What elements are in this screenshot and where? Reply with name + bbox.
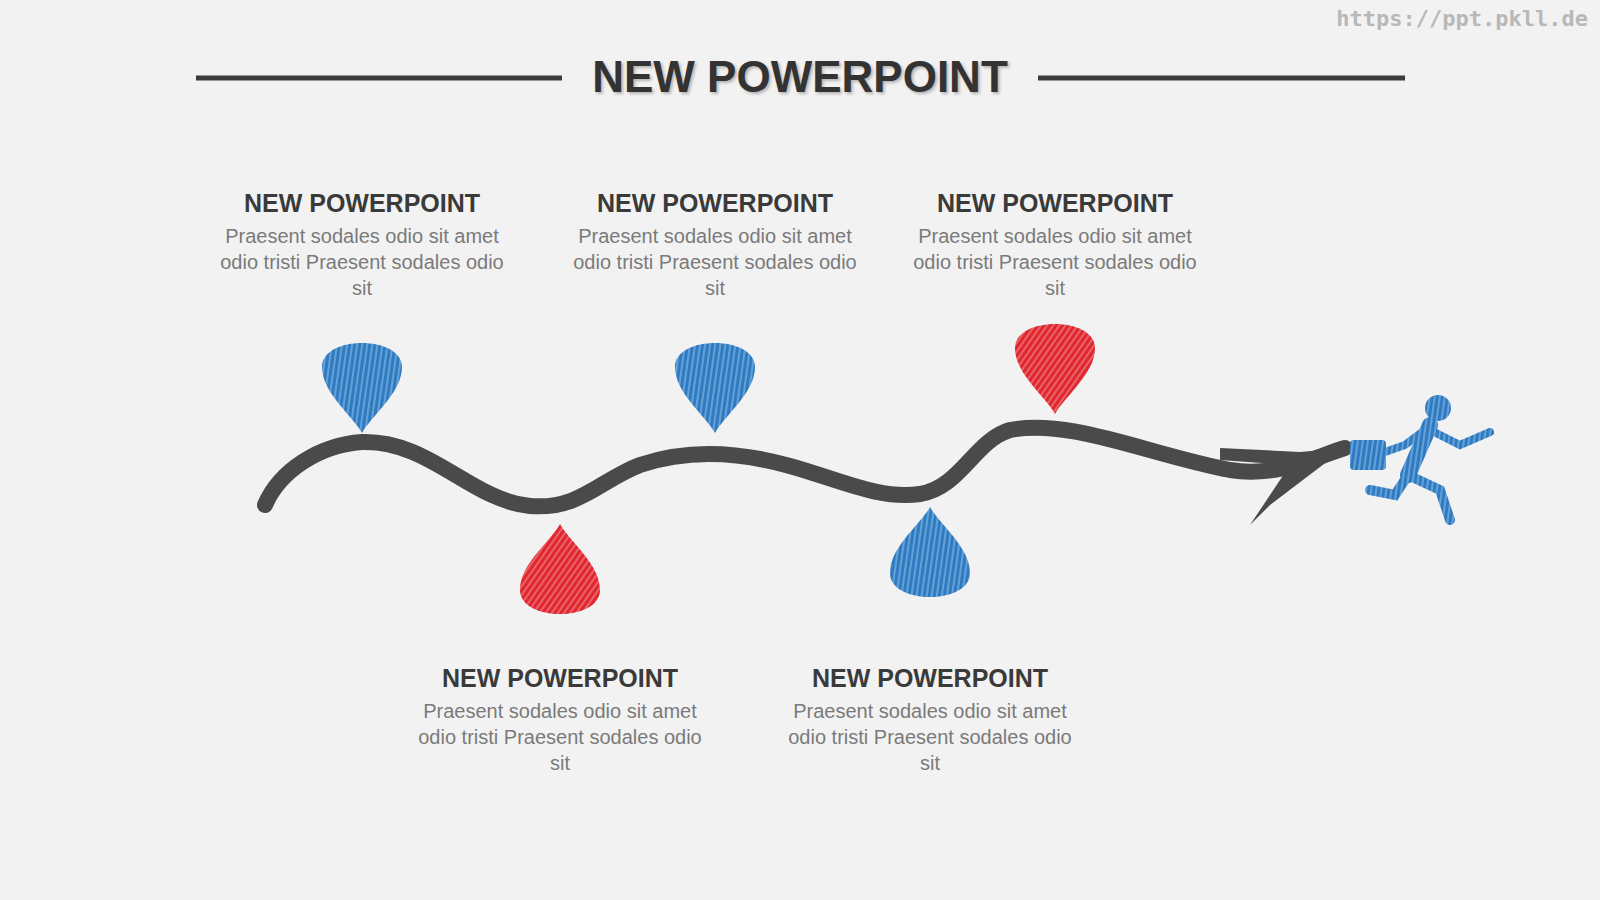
pin: [322, 343, 402, 433]
block-body: Praesent sodales odio sit amet odio tris…: [212, 223, 512, 301]
block-body: Praesent sodales odio sit amet odio tris…: [410, 698, 710, 776]
title: NEW POWERPOINT: [578, 52, 1022, 101]
road-arrow: [1220, 448, 1345, 525]
text-block: NEW POWERPOINT Praesent sodales odio sit …: [905, 188, 1205, 301]
text-block: NEW POWERPOINT Praesent sodales odio sit …: [212, 188, 512, 301]
block-body: Praesent sodales odio sit amet odio tris…: [780, 698, 1080, 776]
drop: [890, 507, 970, 597]
road: [265, 428, 1345, 507]
text-block: NEW POWERPOINT Praesent sodales odio sit …: [410, 663, 710, 776]
drop: [520, 524, 600, 614]
pin: [675, 343, 755, 433]
title-rule: [1038, 76, 1405, 81]
title-rule: [196, 76, 562, 81]
block-heading: NEW POWERPOINT: [565, 188, 865, 219]
block-heading: NEW POWERPOINT: [905, 188, 1205, 219]
block-heading: NEW POWERPOINT: [212, 188, 512, 219]
block-body: Praesent sodales odio sit amet odio tris…: [565, 223, 865, 301]
runner-figure: [1350, 395, 1490, 520]
block-heading: NEW POWERPOINT: [780, 663, 1080, 694]
block-body: Praesent sodales odio sit amet odio tris…: [905, 223, 1205, 301]
text-block: NEW POWERPOINT Praesent sodales odio sit …: [565, 188, 865, 301]
watermark: https://ppt.pkll.de: [1336, 6, 1588, 31]
block-heading: NEW POWERPOINT: [410, 663, 710, 694]
pin: [1015, 324, 1095, 414]
text-block: NEW POWERPOINT Praesent sodales odio sit …: [780, 663, 1080, 776]
